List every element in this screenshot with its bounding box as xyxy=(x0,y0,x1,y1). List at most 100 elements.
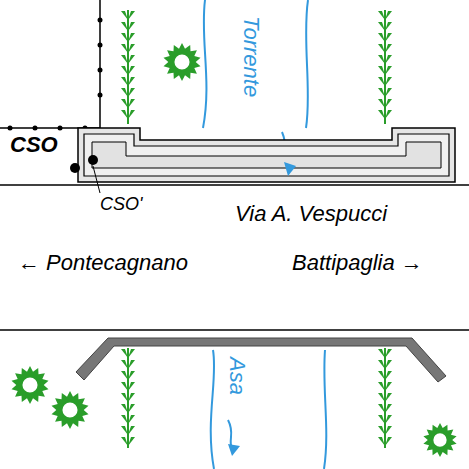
grass-spike xyxy=(128,360,135,369)
grass-spike xyxy=(121,44,128,53)
grass-spike xyxy=(385,22,392,31)
grass-spike xyxy=(378,99,385,108)
bush-core xyxy=(21,376,38,393)
bush-core xyxy=(173,53,190,70)
grass-spike xyxy=(378,404,385,413)
grass-spike xyxy=(128,77,135,86)
culvert-wall xyxy=(84,134,449,176)
vegetation xyxy=(12,10,457,457)
grass-spike xyxy=(385,393,392,402)
grass-spike xyxy=(121,22,128,31)
grass-spike xyxy=(128,382,135,391)
grass-spike xyxy=(128,110,135,119)
grass-spike xyxy=(121,77,128,86)
grass-spike xyxy=(121,437,128,446)
grass-spike xyxy=(121,55,128,64)
grass-spike xyxy=(128,426,135,435)
stream-bank xyxy=(306,0,308,128)
grass-spike xyxy=(128,66,135,75)
grass-spike xyxy=(121,11,128,20)
cso-point xyxy=(70,163,80,173)
sewer-dot xyxy=(98,93,103,98)
grass-spike xyxy=(121,371,128,380)
grass-spike xyxy=(121,349,128,358)
grass-spike xyxy=(378,88,385,97)
stream-bank xyxy=(203,0,206,128)
sewer-dot xyxy=(58,126,63,131)
grass-spike xyxy=(385,382,392,391)
stream-bank xyxy=(211,350,214,469)
road-edge xyxy=(0,184,469,186)
bush xyxy=(164,43,201,81)
cso-label: CSO' xyxy=(100,195,142,213)
sewer-dots xyxy=(8,18,103,131)
stream-name: Torrente xyxy=(240,16,262,97)
grass-spike xyxy=(128,44,135,53)
bush-core xyxy=(61,401,78,418)
grass-spike xyxy=(121,426,128,435)
stream-name: Asa xyxy=(226,357,248,395)
stream-bank xyxy=(324,350,326,469)
grass-spike xyxy=(128,349,135,358)
grass-spike xyxy=(128,11,135,20)
grass-spike xyxy=(385,99,392,108)
grass-spike xyxy=(121,88,128,97)
grass-spike xyxy=(128,88,135,97)
grass-spike xyxy=(385,404,392,413)
bush xyxy=(12,366,49,404)
grass-spike xyxy=(385,44,392,53)
culvert-inner xyxy=(92,142,441,168)
direction-label: Battipaglia → xyxy=(292,252,423,274)
bush xyxy=(423,423,456,457)
sewer-dot xyxy=(98,18,103,23)
flow-arrowhead xyxy=(228,444,240,456)
grass-spike xyxy=(128,393,135,402)
sewer-dot xyxy=(8,126,13,131)
grass-spike xyxy=(128,99,135,108)
grass-spike xyxy=(385,66,392,75)
grass-spike xyxy=(378,360,385,369)
grass-spike xyxy=(385,371,392,380)
grass-spike xyxy=(385,360,392,369)
grass-spike xyxy=(385,77,392,86)
grass-spike xyxy=(121,393,128,402)
grass-spike xyxy=(128,22,135,31)
grass-spike xyxy=(385,349,392,358)
road-edge xyxy=(0,329,469,331)
grass-spike xyxy=(128,415,135,424)
grass-spike xyxy=(385,11,392,20)
grass-spike xyxy=(378,415,385,424)
grass-spike xyxy=(385,110,392,119)
grass-spike xyxy=(378,66,385,75)
grass-spike xyxy=(378,55,385,64)
grass-spike xyxy=(378,426,385,435)
grass-spike xyxy=(378,437,385,446)
grass-spike xyxy=(128,437,135,446)
grass-spike xyxy=(121,33,128,42)
grass-spike xyxy=(378,349,385,358)
grass-spike xyxy=(128,371,135,380)
grass-spike xyxy=(385,437,392,446)
grass-spike xyxy=(128,33,135,42)
grass-spike xyxy=(128,404,135,413)
sewer-dot xyxy=(98,68,103,73)
grass-spike xyxy=(385,33,392,42)
grass-spike xyxy=(378,110,385,119)
grass-spike xyxy=(121,110,128,119)
grass-spike xyxy=(385,88,392,97)
direction-label: ← Pontecagnano xyxy=(18,252,188,274)
sewer-dot xyxy=(98,43,103,48)
grass-spike xyxy=(378,22,385,31)
flow-arrowhead xyxy=(284,162,296,176)
grass-spike xyxy=(121,66,128,75)
cso-point xyxy=(88,155,98,165)
culvert-outer xyxy=(78,128,455,182)
grass-spike xyxy=(385,415,392,424)
sewer-dot xyxy=(33,126,38,131)
grass-spike xyxy=(378,44,385,53)
grass-spike xyxy=(378,371,385,380)
grass-spike xyxy=(121,360,128,369)
grass-spike xyxy=(378,382,385,391)
